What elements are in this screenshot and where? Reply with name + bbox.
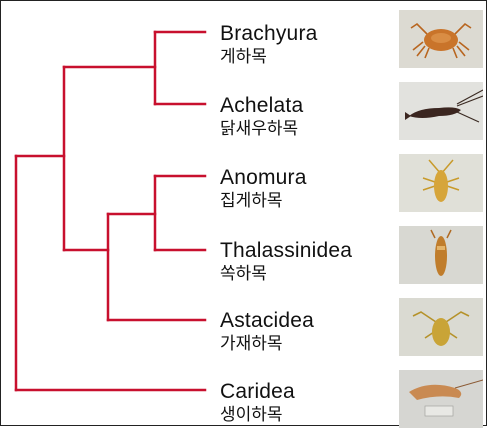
taxon-latin-name: Caridea <box>220 381 295 402</box>
crab-photo-icon <box>399 10 483 68</box>
taxon-latin-name: Astacidea <box>220 310 314 331</box>
taxon-korean-name: 닭새우하목 <box>220 121 303 138</box>
taxon-anomura: Anomura 집게하목 <box>220 167 307 210</box>
taxon-astacidea: Astacidea 가재하목 <box>220 310 314 353</box>
taxon-achelata: Achelata 닭새우하목 <box>220 95 303 138</box>
taxon-caridea: Caridea 생이하목 <box>220 381 295 424</box>
taxon-thalassinidea: Thalassinidea 쏙하목 <box>220 240 352 283</box>
crayfish-photo-icon <box>399 298 483 356</box>
taxon-korean-name: 게하목 <box>220 49 318 66</box>
taxon-brachyura: Brachyura 게하목 <box>220 23 318 66</box>
spiny-lobster-photo-icon <box>399 82 483 140</box>
taxon-latin-name: Anomura <box>220 167 307 188</box>
taxon-korean-name: 집게하목 <box>220 193 307 210</box>
mud-shrimp-photo-icon <box>399 226 483 284</box>
squat-lobster-photo-icon <box>399 154 483 212</box>
taxon-latin-name: Brachyura <box>220 23 318 44</box>
taxon-latin-name: Thalassinidea <box>220 240 352 261</box>
taxon-korean-name: 쏙하목 <box>220 266 352 283</box>
taxon-latin-name: Achelata <box>220 95 303 116</box>
taxon-korean-name: 생이하목 <box>220 407 295 424</box>
shrimp-photo-icon <box>399 370 483 428</box>
taxon-korean-name: 가재하목 <box>220 336 314 353</box>
